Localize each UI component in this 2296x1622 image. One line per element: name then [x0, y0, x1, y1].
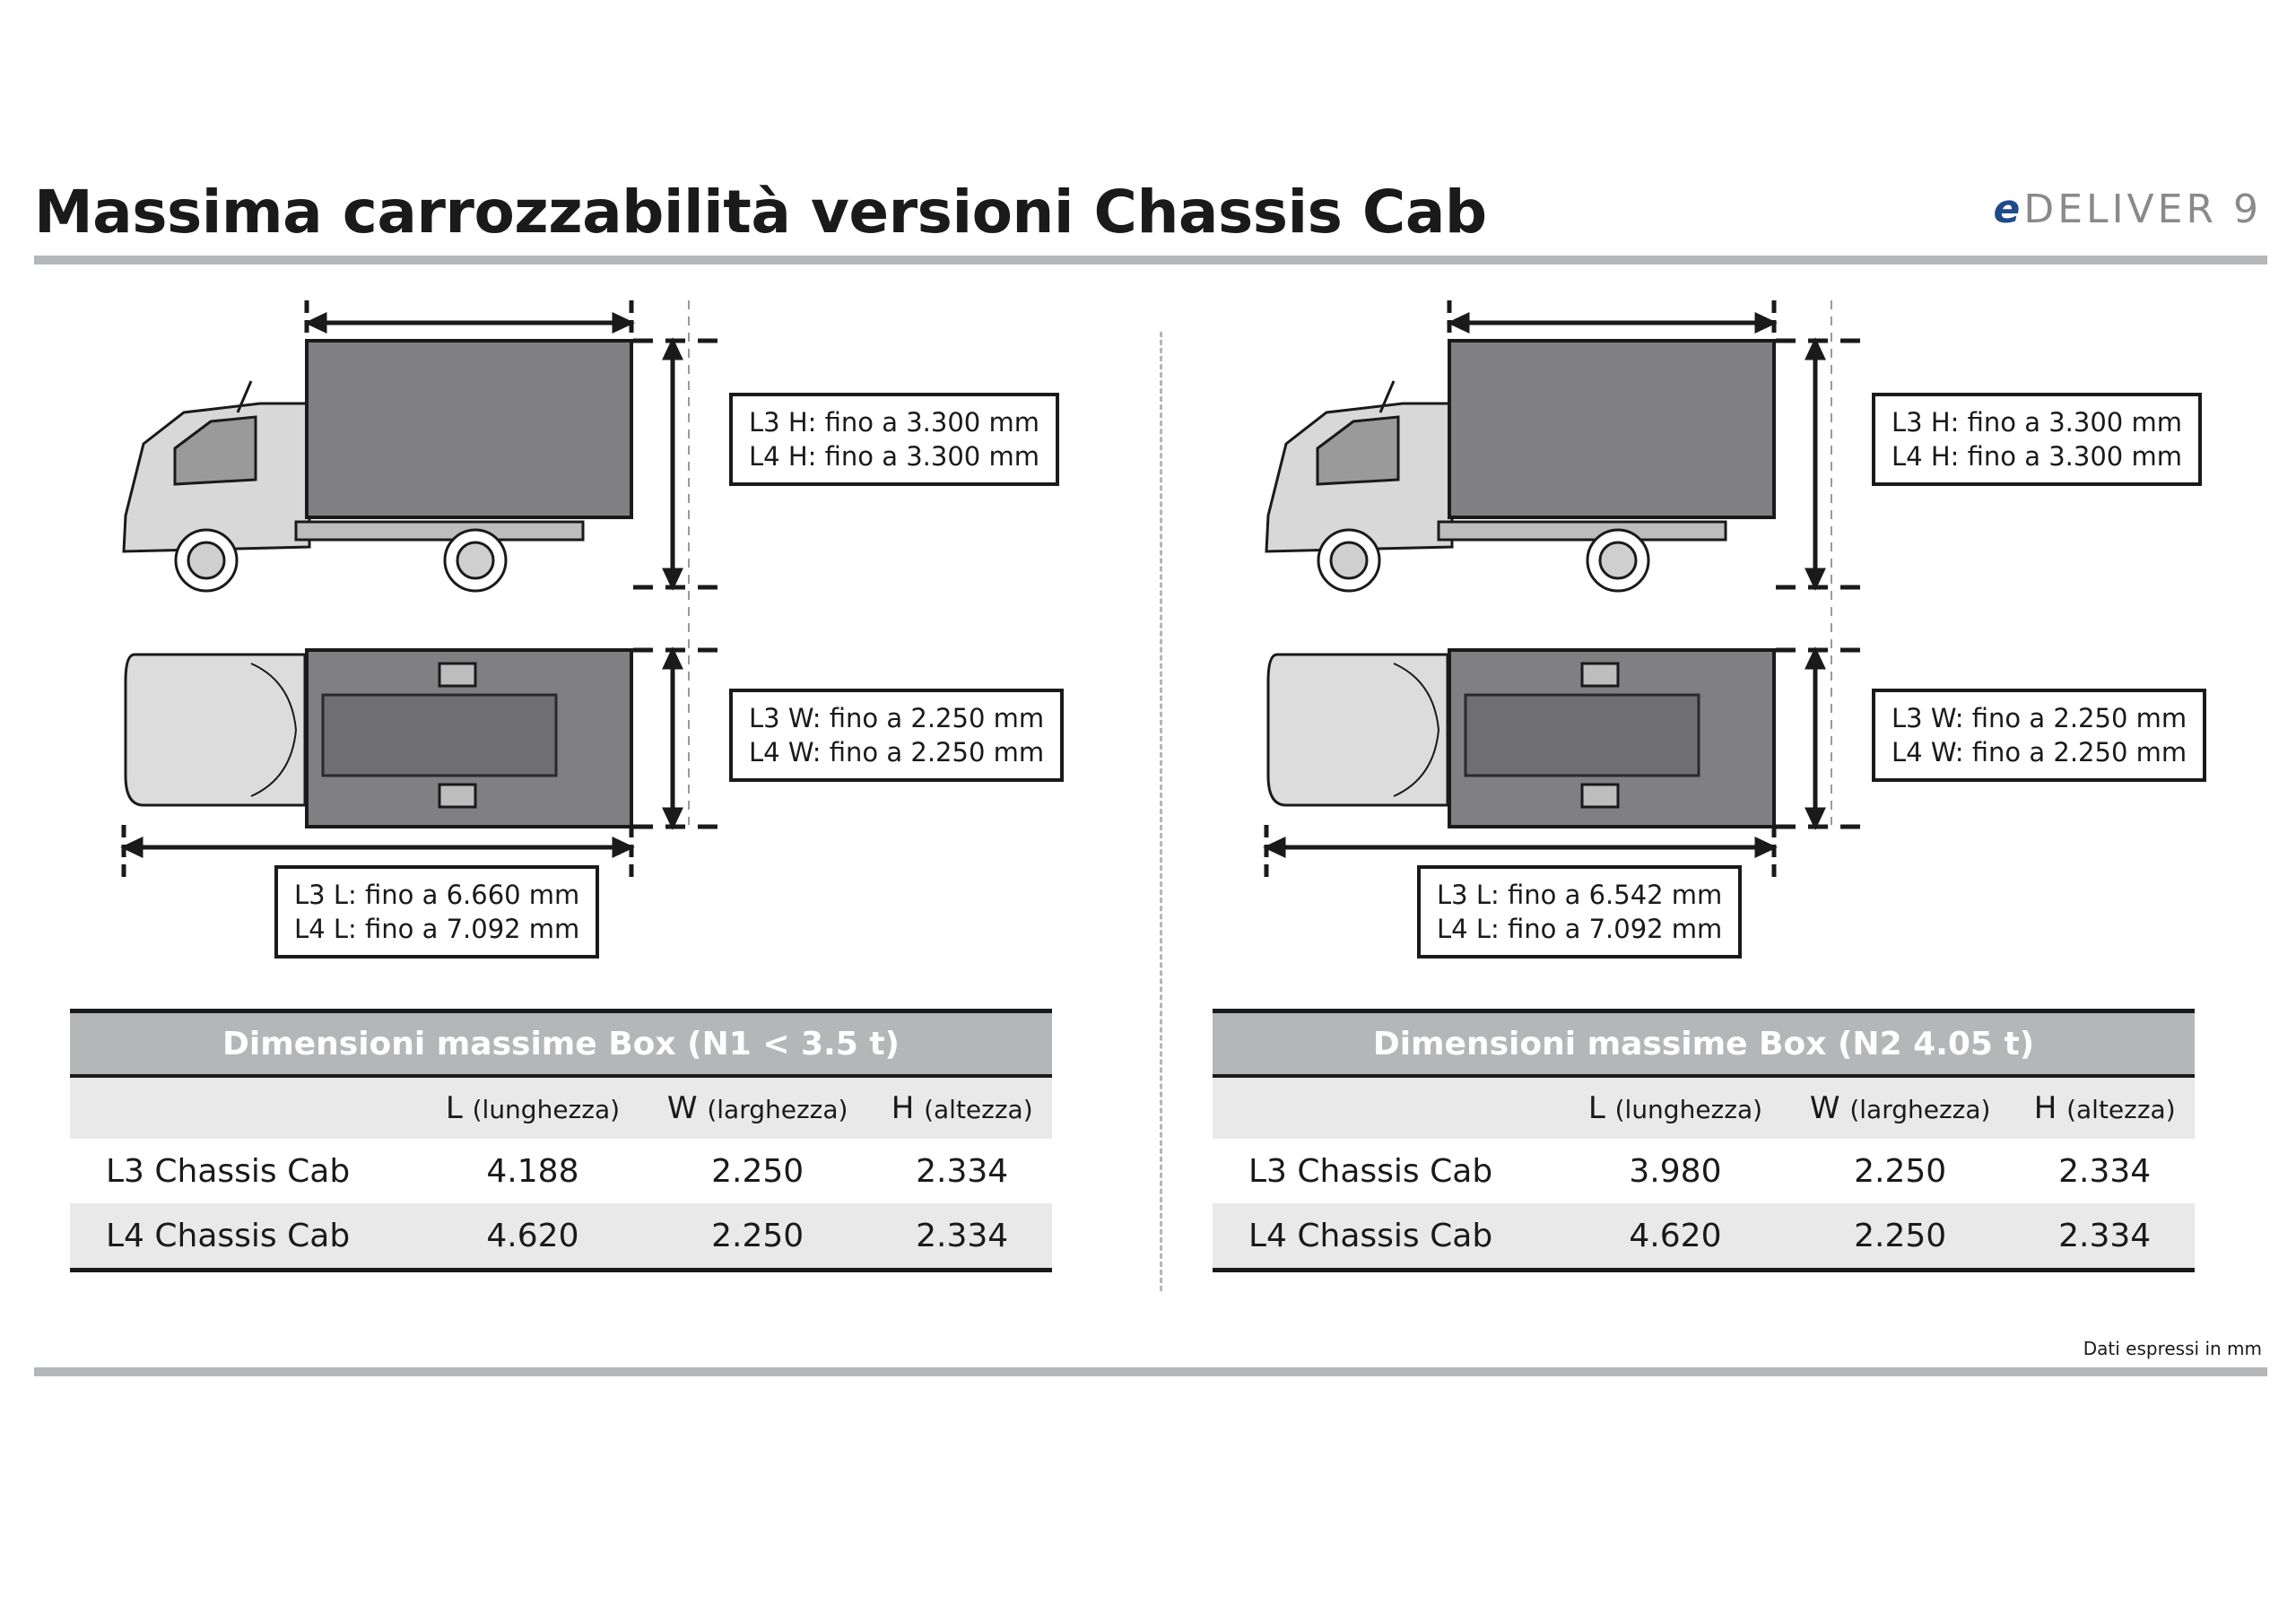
- table-header-row: L (lunghezza) W (larghezza) H (altezza): [70, 1076, 1052, 1139]
- col-height: H (altezza): [872, 1076, 1052, 1139]
- truck-top-view: [124, 648, 633, 828]
- title-rule: [34, 256, 2267, 265]
- truck-side-view: [1265, 339, 1776, 593]
- dimension-lines: [1263, 300, 1869, 879]
- footer-rule: [34, 1367, 2267, 1376]
- table-caption: Dimensioni massime Box (N2 4.05 t): [1213, 1010, 2195, 1078]
- units-footnote: Dati espressi in mm: [2083, 1338, 2262, 1359]
- table-row: L3 Chassis Cab 4.188 2.250 2.334: [106, 1152, 1009, 1190]
- col-length: L (lunghezza): [1564, 1076, 1786, 1139]
- panel-n2: L3 H: fino a 3.300 mm L4 H: fino a 3.300…: [1143, 287, 2273, 1273]
- truck-dimension-diagram: [120, 300, 726, 879]
- length-dimension-box: L3 L: fino a 6.660 mm L4 L: fino a 7.092…: [274, 865, 600, 958]
- panel-divider: [1160, 332, 1162, 1291]
- table-row: L4 Chassis Cab 4.620 2.250 2.334: [1213, 1203, 2195, 1271]
- col-height: H (altezza): [2014, 1076, 2195, 1139]
- box-dimensions-table: Dimensioni massime Box (N2 4.05 t) L (lu…: [1213, 1009, 2195, 1272]
- table-header-row: L (lunghezza) W (larghezza) H (altezza): [1213, 1076, 2195, 1139]
- page-title: Massima carrozzabilità versioni Chassis …: [34, 178, 1487, 247]
- truck-dimension-diagram: [1263, 300, 1869, 879]
- table-caption: Dimensioni massime Box (N1 < 3.5 t): [70, 1010, 1052, 1078]
- box-dimensions-table: Dimensioni massime Box (N1 < 3.5 t) L (l…: [70, 1009, 1052, 1272]
- dimension-lines: [120, 300, 726, 879]
- panel-n1: L3 H: fino a 3.300 mm L4 H: fino a 3.300…: [0, 287, 1130, 1273]
- col-length: L (lunghezza): [422, 1076, 643, 1139]
- height-dimension-box: L3 H: fino a 3.300 mm L4 H: fino a 3.300…: [1872, 393, 2202, 486]
- truck-side-view: [122, 339, 633, 593]
- width-dimension-box: L3 W: fino a 2.250 mm L4 W: fino a 2.250…: [729, 689, 1065, 782]
- table-row: L4 Chassis Cab 4.620 2.250 2.334: [70, 1203, 1052, 1271]
- length-dimension-box: L3 L: fino a 6.542 mm L4 L: fino a 7.092…: [1417, 865, 1743, 958]
- brand-logo: eDELIVER 9: [1993, 186, 2262, 232]
- table-row: L3 Chassis Cab 3.980 2.250 2.334: [1248, 1152, 2152, 1190]
- col-width: W (larghezza): [643, 1076, 873, 1139]
- truck-top-view: [1266, 648, 1776, 828]
- width-dimension-box: L3 W: fino a 2.250 mm L4 W: fino a 2.250…: [1872, 689, 2207, 782]
- col-width: W (larghezza): [1786, 1076, 2015, 1139]
- height-dimension-box: L3 H: fino a 3.300 mm L4 H: fino a 3.300…: [729, 393, 1059, 486]
